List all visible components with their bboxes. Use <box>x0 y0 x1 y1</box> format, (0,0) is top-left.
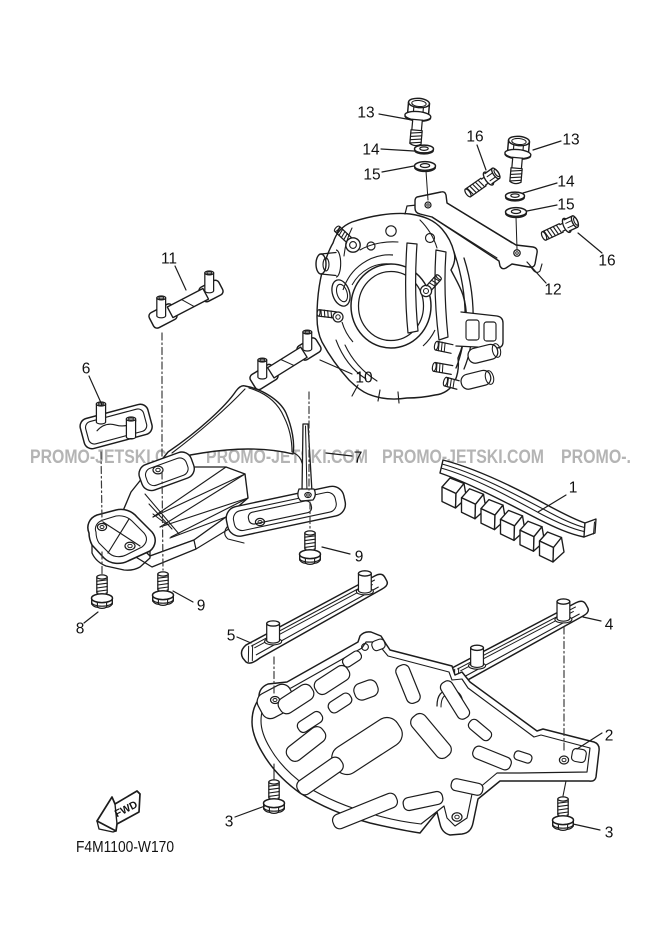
svg-text:9: 9 <box>197 598 206 615</box>
svg-text:F4M1100-W170: F4M1100-W170 <box>76 839 174 856</box>
svg-text:6: 6 <box>82 361 91 378</box>
svg-text:14: 14 <box>557 174 575 191</box>
svg-text:12: 12 <box>544 282 561 299</box>
svg-text:PROMO-JETSKI.COM: PROMO-JETSKI.COM <box>206 446 368 468</box>
svg-text:2: 2 <box>605 728 614 745</box>
svg-text:5: 5 <box>227 628 236 645</box>
svg-text:4: 4 <box>605 617 614 634</box>
svg-text:14: 14 <box>362 142 380 159</box>
svg-text:PROMO-.: PROMO-. <box>561 446 631 468</box>
svg-text:1: 1 <box>569 480 578 497</box>
svg-text:8: 8 <box>76 621 85 638</box>
svg-text:13: 13 <box>357 105 374 122</box>
svg-text:11: 11 <box>161 251 177 268</box>
svg-text:10: 10 <box>355 370 373 387</box>
svg-text:16: 16 <box>466 129 483 146</box>
svg-text:16: 16 <box>598 253 615 270</box>
svg-text:3: 3 <box>605 825 614 842</box>
svg-text:3: 3 <box>225 814 234 831</box>
svg-text:7: 7 <box>354 450 363 467</box>
svg-text:13: 13 <box>562 132 579 149</box>
svg-text:15: 15 <box>557 197 574 214</box>
svg-text:PROMO-JETSKI.COM: PROMO-JETSKI.COM <box>382 446 544 468</box>
svg-text:15: 15 <box>363 167 380 184</box>
svg-text:9: 9 <box>355 549 364 566</box>
